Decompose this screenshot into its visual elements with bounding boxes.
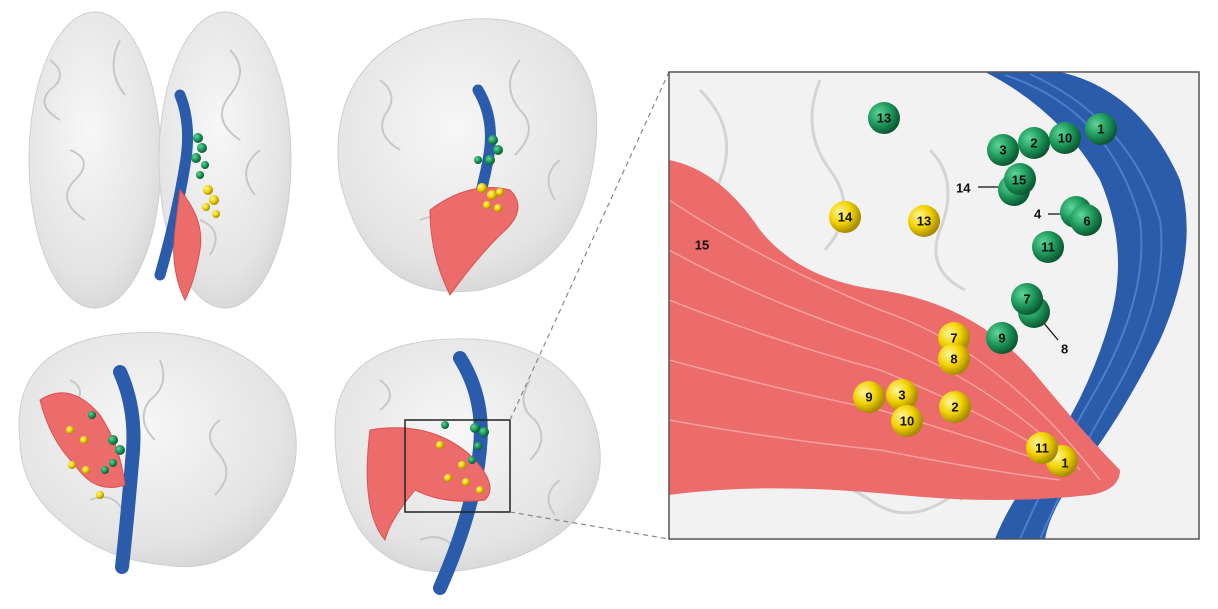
red-tract-fibers	[669, 199, 1101, 481]
callout-label-14: 14	[956, 181, 971, 196]
green-sphere-cluster	[191, 133, 209, 179]
green-sphere-7: 7	[1011, 283, 1050, 328]
zoom-frame	[668, 71, 1200, 540]
svg-text:8: 8	[950, 352, 957, 367]
svg-text:13: 13	[917, 214, 931, 229]
zoom-region-box	[404, 419, 511, 513]
brain-outline	[18, 332, 297, 568]
zoom-connector-top	[509, 71, 670, 421]
red-tract	[669, 160, 1120, 500]
svg-text:7: 7	[950, 331, 957, 346]
yellow-sphere-cluster	[477, 183, 504, 212]
green-sphere-1: 1	[1085, 113, 1117, 145]
callout-line-8	[1042, 321, 1059, 341]
yellow-sphere-3: 3	[886, 379, 918, 411]
brain-view-lateral-right	[334, 338, 601, 595]
svg-text:9: 9	[998, 331, 1005, 346]
yellow-sphere-2: 2	[939, 391, 971, 423]
svg-text:15: 15	[1012, 173, 1026, 188]
yellow-sphere-cluster	[202, 185, 220, 218]
cortex-folds	[698, 79, 1051, 515]
svg-text:14: 14	[838, 210, 853, 225]
green-sphere-10: 10	[1049, 122, 1081, 154]
green-sphere-9: 9	[986, 322, 1018, 354]
green-sphere-cluster	[474, 135, 503, 165]
callout-label-8: 8	[1061, 342, 1068, 357]
yellow-sphere-14: 14	[829, 201, 861, 233]
svg-text:7: 7	[1023, 292, 1030, 307]
blue-tract	[154, 89, 194, 281]
svg-text:1: 1	[1061, 456, 1068, 471]
yellow-sphere-cluster	[436, 441, 484, 494]
svg-text:11: 11	[1035, 441, 1049, 456]
svg-text:3: 3	[999, 143, 1006, 158]
blue-tract	[113, 365, 141, 574]
yellow-sphere-cluster	[66, 426, 104, 499]
green-sphere-3: 3	[987, 134, 1019, 166]
brain-folds	[379, 59, 561, 231]
brain-hemisphere-left	[28, 11, 162, 309]
svg-text:10: 10	[900, 414, 914, 429]
svg-text:3: 3	[898, 388, 905, 403]
svg-text:11: 11	[1041, 240, 1055, 255]
yellow-sphere-group: 14 13 7 8 9 3 2 10 1 11	[829, 201, 1078, 477]
svg-text:2: 2	[951, 400, 958, 415]
yellow-sphere-11: 11	[1026, 432, 1058, 464]
brain-view-lateral-left	[18, 332, 297, 574]
svg-text:9: 9	[865, 390, 872, 405]
brain-view-oblique	[337, 18, 598, 296]
red-tract	[173, 188, 202, 302]
yellow-sphere-8: 8	[938, 343, 970, 375]
svg-text:13: 13	[877, 111, 891, 126]
brain-outline	[337, 18, 598, 293]
green-sphere-6: 6	[1060, 196, 1102, 236]
green-sphere-2: 2	[1018, 127, 1050, 159]
brain-folds	[379, 379, 561, 556]
yellow-sphere-13: 13	[908, 205, 940, 237]
callout-label-4: 4	[1034, 207, 1042, 222]
green-sphere-11: 11	[1032, 231, 1064, 263]
svg-text:6: 6	[1083, 214, 1090, 229]
svg-text:1: 1	[1097, 122, 1104, 137]
region-label-15: 15	[695, 238, 709, 253]
svg-text:2: 2	[1030, 136, 1037, 151]
green-sphere-13: 13	[868, 102, 900, 134]
red-tract	[366, 427, 491, 542]
blue-tract	[985, 72, 1187, 539]
blue-tract	[433, 351, 488, 595]
svg-text:10: 10	[1058, 131, 1072, 146]
green-sphere-cluster	[88, 411, 125, 474]
yellow-sphere-10: 10	[891, 405, 923, 437]
brain-view-top	[28, 11, 292, 309]
green-sphere-cluster	[441, 421, 489, 464]
brain-folds	[69, 359, 228, 516]
green-sphere-group: 13 3 2 10 1 15 6 11 7 9	[868, 102, 1117, 354]
brain-folds	[43, 39, 261, 256]
yellow-sphere-9: 9	[853, 381, 885, 413]
green-sphere-15: 15	[998, 163, 1036, 206]
zoom-panel: 15 14 4 8 13 3 2 10 1 15 6 11 7 9 14 13 …	[668, 71, 1200, 540]
